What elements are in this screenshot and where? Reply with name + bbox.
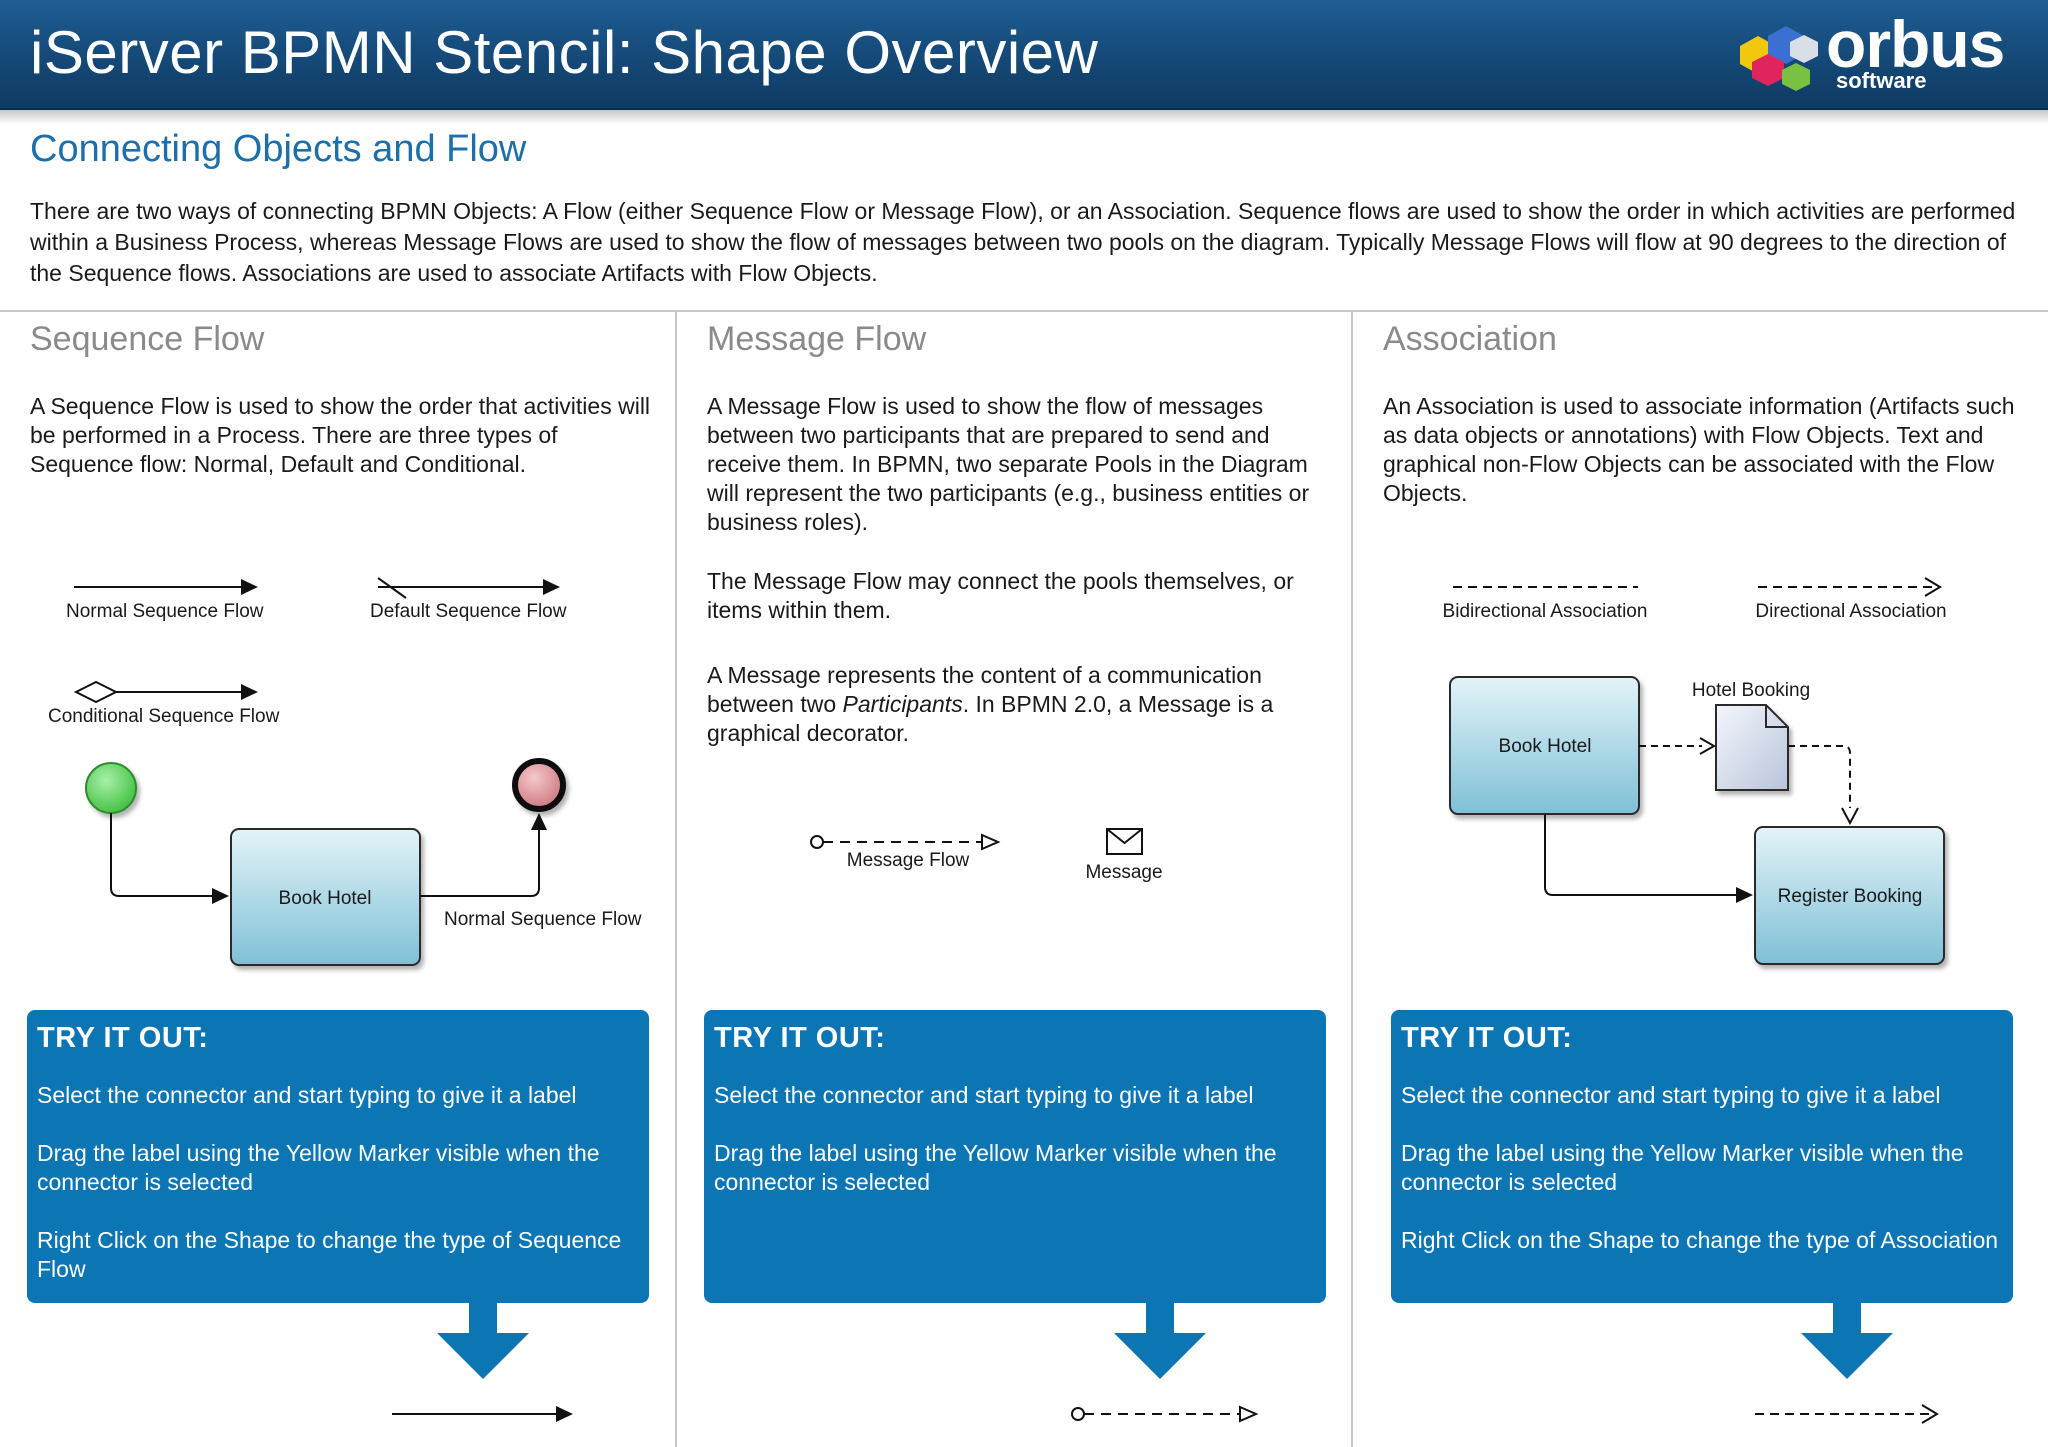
- start-to-task-connector[interactable]: [110, 813, 214, 897]
- bottom-sequence-flow-sample[interactable]: [392, 1406, 573, 1422]
- page-title: iServer BPMN Stencil: Shape Overview: [30, 19, 1099, 86]
- bottom-message-flow-sample[interactable]: [1071, 1405, 1259, 1423]
- message-description: A Message represents the content of a co…: [707, 661, 1327, 748]
- message-label: Message: [1085, 862, 1162, 883]
- try-it-out-title: TRY IT OUT:: [714, 1022, 886, 1054]
- try-it-out-step: Select the connector and start typing to…: [714, 1082, 1254, 1108]
- default-sequence-flow-sample[interactable]: [377, 577, 560, 599]
- message-flow-sample[interactable]: [810, 833, 1001, 851]
- try-it-out-sequence: TRY IT OUT: Select the connector and sta…: [27, 1010, 649, 1303]
- logo-subtitle: software: [1836, 68, 1927, 93]
- down-arrow-icon: [437, 1303, 529, 1379]
- book-hotel-task-label: Book Hotel: [279, 888, 372, 909]
- try-it-out-step: Right Click on the Shape to change the t…: [37, 1227, 622, 1282]
- section-intro: There are two ways of connecting BPMN Ob…: [30, 198, 2016, 286]
- normal-sequence-flow-sample[interactable]: [74, 579, 258, 595]
- try-it-out-title: TRY IT OUT:: [37, 1022, 209, 1054]
- participants-emphasis: Participants: [842, 691, 963, 717]
- message-flow-description-2: The Message Flow may connect the pools t…: [707, 568, 1294, 623]
- logo-wordmark: orbus: [1826, 7, 2005, 81]
- try-it-out-message: TRY IT OUT: Select the connector and sta…: [704, 1010, 1326, 1303]
- hotel-booking-label: Hotel Booking: [1692, 680, 1810, 701]
- column-divider-1: [675, 311, 677, 1447]
- try-it-out-step: Drag the label using the Yellow Marker v…: [714, 1140, 1277, 1195]
- try-it-out-step: Drag the label using the Yellow Marker v…: [37, 1140, 600, 1195]
- column-divider-2: [1351, 311, 1353, 1447]
- normal-sequence-flow-connector-label: Normal Sequence Flow: [444, 909, 642, 930]
- register-booking-task[interactable]: [1754, 826, 1945, 965]
- register-booking-label: Register Booking: [1778, 886, 1923, 907]
- message-flow-title: Message Flow: [707, 320, 927, 358]
- data-object-icon[interactable]: [1715, 704, 1789, 791]
- horizontal-divider: [0, 310, 2048, 312]
- book-to-register-connector[interactable]: [1544, 814, 1738, 896]
- try-it-out-step: Select the connector and start typing to…: [37, 1082, 577, 1108]
- start-event-icon[interactable]: [85, 762, 137, 814]
- sequence-flow-description: A Sequence Flow is used to show the orde…: [30, 393, 651, 477]
- association-title: Association: [1383, 320, 1557, 358]
- section-title: Connecting Objects and Flow: [30, 128, 527, 170]
- bottom-association-sample[interactable]: [1755, 1404, 1939, 1424]
- try-it-out-step: Right Click on the Shape to change the t…: [1401, 1227, 1999, 1253]
- try-it-out-title: TRY IT OUT:: [1401, 1022, 1573, 1054]
- try-it-out-association: TRY IT OUT: Select the connector and sta…: [1391, 1010, 2013, 1303]
- bidirectional-association-label: Bidirectional Association: [1443, 601, 1648, 622]
- conditional-sequence-flow-sample[interactable]: [73, 680, 258, 704]
- data-to-task-association[interactable]: [1788, 745, 1851, 808]
- task-to-end-connector[interactable]: [420, 828, 540, 897]
- sequence-flow-title: Sequence Flow: [30, 320, 265, 358]
- message-flow-label: Message Flow: [847, 850, 970, 871]
- end-event-icon[interactable]: [512, 758, 566, 812]
- try-it-out-step: Select the connector and start typing to…: [1401, 1082, 1941, 1108]
- directional-association-label: Directional Association: [1755, 601, 1946, 622]
- normal-sequence-flow-label: Normal Sequence Flow: [66, 601, 264, 622]
- try-it-out-step: Drag the label using the Yellow Marker v…: [1401, 1140, 1964, 1195]
- logo-mark-icon: [1740, 26, 1818, 91]
- conditional-sequence-flow-label: Conditional Sequence Flow: [48, 706, 280, 727]
- association-description: An Association is used to associate info…: [1383, 393, 2015, 506]
- message-flow-description: A Message Flow is used to show the flow …: [707, 393, 1310, 535]
- orbus-logo: orbus software: [1730, 7, 2030, 102]
- default-sequence-flow-label: Default Sequence Flow: [370, 601, 567, 622]
- header-shadow: [0, 110, 2048, 124]
- association-book-hotel-label: Book Hotel: [1499, 736, 1592, 757]
- envelope-icon[interactable]: [1106, 828, 1143, 855]
- message-description-part-a: A Message represents the content of a co…: [707, 662, 1262, 717]
- message-description-part-b: . In BPMN 2.0, a Message is a graphical …: [707, 691, 1274, 746]
- header-bar: iServer BPMN Stencil: Shape Overview orb…: [0, 0, 2048, 110]
- directional-association-sample[interactable]: [1758, 577, 1942, 597]
- down-arrow-icon: [1114, 1303, 1206, 1379]
- down-arrow-icon: [1801, 1303, 1893, 1379]
